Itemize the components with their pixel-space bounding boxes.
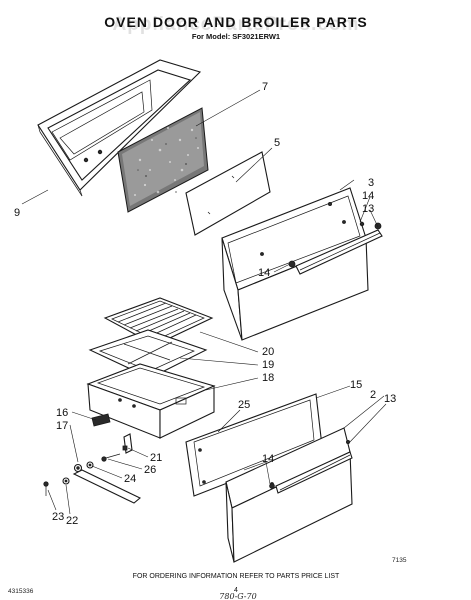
callout-13-upper: 13	[362, 203, 374, 215]
callout-21: 21	[150, 452, 162, 464]
callout-2: 2	[370, 389, 376, 401]
callout-23: 23	[52, 511, 64, 523]
ordering-note: FOR ORDERING INFORMATION REFER TO PARTS …	[133, 573, 340, 580]
page-title: OVEN DOOR AND BROILER PARTS	[104, 14, 367, 30]
part-24-washer	[86, 461, 94, 469]
handwritten-note: 780-G-70	[219, 592, 256, 600]
page-number: 4	[234, 587, 238, 594]
callout-20: 20	[262, 346, 274, 358]
watermark-text: AppliancePartsPros.com	[113, 14, 360, 35]
part-7-insulation	[117, 107, 209, 213]
figure-code: 7135	[392, 557, 407, 564]
callout-16: 16	[56, 407, 68, 419]
callout-13-lower: 13	[384, 393, 396, 405]
callout-15: 15	[350, 379, 362, 391]
part-22-nut	[62, 477, 70, 485]
callout-5: 5	[274, 137, 280, 149]
part-18-broiler-drawer	[86, 363, 216, 439]
callout-19: 19	[262, 359, 274, 371]
door-handle-lower	[269, 451, 353, 494]
part-23-screw	[43, 481, 49, 496]
callout-9: 9	[14, 207, 20, 219]
callout-24: 24	[124, 473, 136, 485]
part-17-roller	[73, 463, 83, 473]
callout-25: 25	[238, 399, 250, 411]
callout-26: 26	[144, 464, 156, 476]
callout-14-upper-right: 14	[362, 190, 374, 202]
callout-3: 3	[368, 177, 374, 189]
part-21-bracket	[122, 433, 133, 454]
callout-17: 17	[56, 420, 68, 432]
callout-22: 22	[66, 515, 78, 527]
callout-14-upper-left: 14	[258, 267, 270, 279]
callout-14-lower: 14	[262, 453, 274, 465]
model-subtitle: For Model: SF3021ERW1	[192, 32, 280, 41]
leader-lines	[21, 89, 387, 515]
document-number: 4315336	[8, 588, 34, 595]
part-9-door-inner-frame	[37, 59, 202, 197]
part-5-door-panel	[185, 151, 271, 236]
part-16-bracket	[91, 413, 111, 427]
broiler-slide-rail	[72, 469, 142, 504]
callout-18: 18	[262, 372, 274, 384]
callout-7: 7	[262, 81, 268, 93]
part-2-broiler-door-outer	[225, 427, 353, 563]
part-26-screw	[101, 453, 121, 462]
